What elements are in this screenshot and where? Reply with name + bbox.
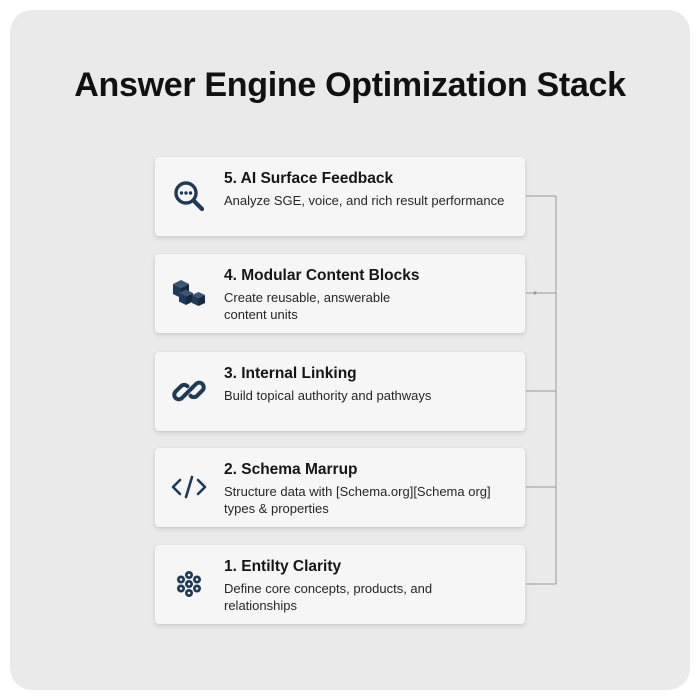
layer-heading: 2. Schema Marrup: [224, 461, 358, 478]
layer-heading: 5. AI Surface Feedback: [224, 170, 394, 187]
layer-card-3: 3. Internal Linking Build topical author…: [155, 352, 525, 431]
magnifier-chat-icon: [169, 176, 209, 216]
layer-heading: 3. Internal Linking: [224, 365, 357, 382]
layer-description: Analyze SGE, voice, and rich result perf…: [224, 193, 505, 208]
layer-heading: 1. Entilty Clarity: [224, 558, 342, 575]
layer-card-5: 5. AI Surface Feedback Analyze SGE, voic…: [155, 157, 525, 236]
layer-card-1: 1. Entilty Clarity Define core concepts,…: [155, 545, 525, 624]
layer-description: Define core concepts, products, and rela…: [224, 581, 433, 613]
network-cluster-icon: [169, 564, 209, 604]
layer-heading: 4. Modular Content Blocks: [224, 267, 420, 284]
link-icon: [169, 371, 209, 411]
layer-card-4: 4. Modular Content Blocks Create reusabl…: [155, 254, 525, 333]
layer-description: Build topical authority and pathways: [224, 388, 432, 403]
layer-description: Create reusable, answerable content unit…: [224, 290, 391, 322]
layer-description: Structure data with [Schema.org][Schema …: [224, 484, 491, 516]
layer-card-2: 2. Schema Marrup Structure data with [Sc…: [155, 448, 525, 527]
page-title: Answer Engine Optimization Stack: [74, 66, 626, 104]
cubes-icon: [169, 273, 209, 313]
code-icon: [169, 467, 209, 507]
